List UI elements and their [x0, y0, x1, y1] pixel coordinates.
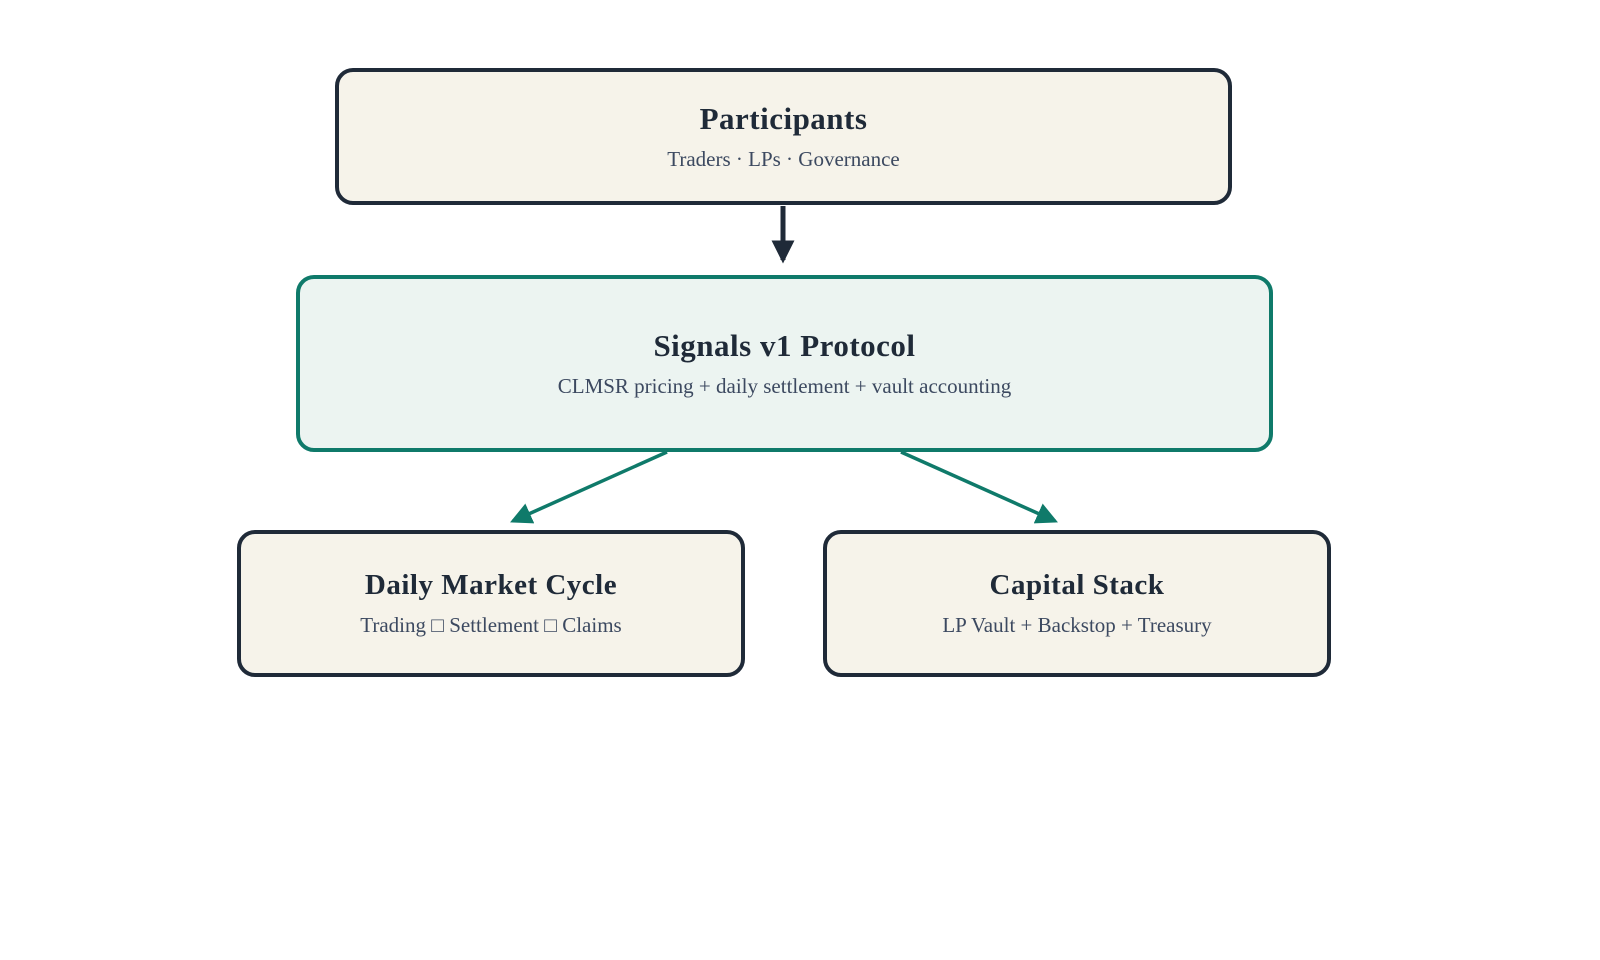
node-participants: Participants Traders · LPs · Governance [335, 68, 1232, 205]
node-capital-stack: Capital Stack LP Vault + Backstop + Trea… [823, 530, 1331, 677]
arrow-protocol-to-capital-stack [900, 450, 1058, 524]
node-capital-stack-title: Capital Stack [989, 569, 1165, 601]
node-protocol-subtitle: CLMSR pricing + daily settlement + vault… [557, 374, 1012, 398]
node-protocol-title: Signals v1 Protocol [653, 328, 916, 363]
node-signals-v1-protocol: Signals v1 Protocol CLMSR pricing + dail… [296, 275, 1273, 452]
node-market-cycle-title: Daily Market Cycle [364, 569, 618, 601]
node-daily-market-cycle: Daily Market Cycle Trading □ Settlement … [237, 530, 745, 677]
node-market-cycle-subtitle: Trading □ Settlement □ Claims [360, 613, 622, 637]
node-capital-stack-subtitle: LP Vault + Backstop + Treasury [942, 613, 1212, 637]
arrow-protocol-to-market-cycle [510, 450, 668, 524]
node-participants-subtitle: Traders · LPs · Governance [667, 147, 900, 171]
node-participants-title: Participants [699, 101, 868, 136]
